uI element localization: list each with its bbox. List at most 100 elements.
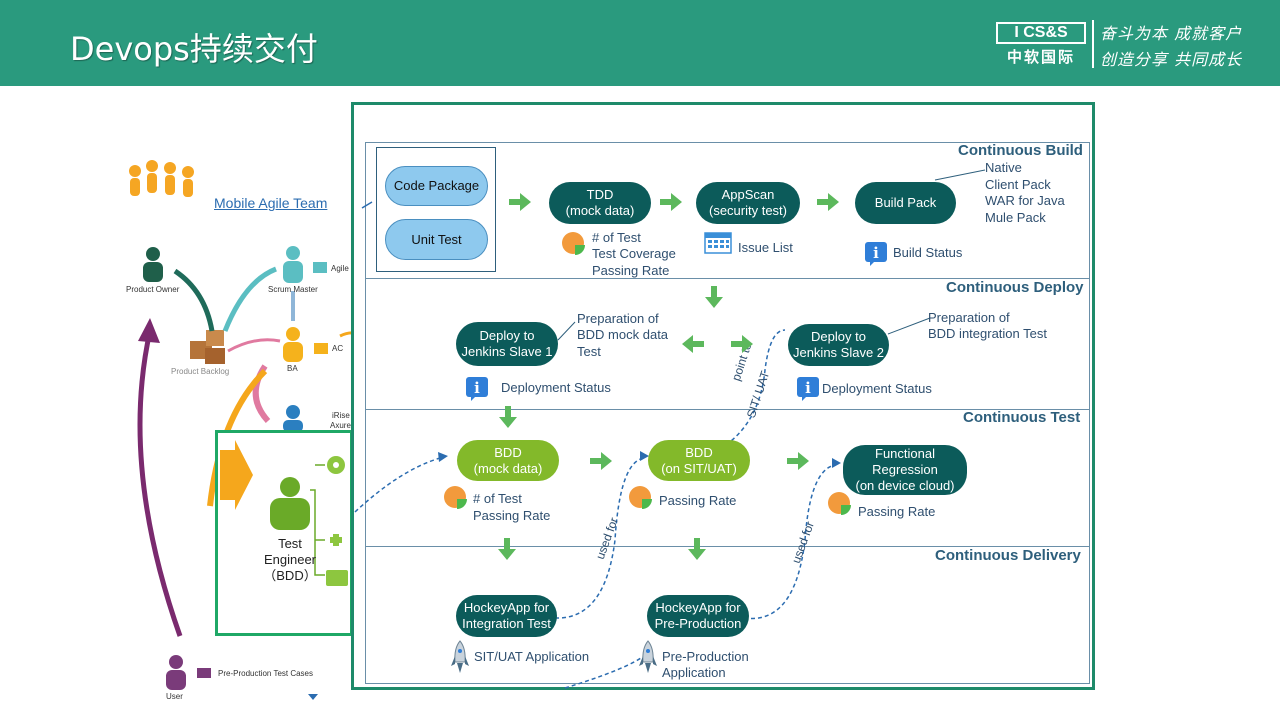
bdd-mock-line-1: BDD xyxy=(494,444,522,460)
build-pack-node[interactable]: Build Pack xyxy=(855,182,956,224)
irise-user-icon xyxy=(283,405,303,432)
test-engineer-label-2: Engineer xyxy=(263,552,317,567)
info-icon: i xyxy=(466,377,488,401)
prep2-line-2: BDD integration Test xyxy=(928,326,1047,341)
test-engineer-graphics xyxy=(220,440,348,586)
appscan-node[interactable]: AppScan (security test) xyxy=(696,182,800,224)
agile-label: Agile xyxy=(331,264,349,273)
tdd-metric-2: Test Coverage xyxy=(592,246,676,261)
divider-test xyxy=(365,409,1090,410)
prep1-line-1: Preparation of xyxy=(577,311,659,326)
rocket-icon xyxy=(639,640,657,673)
product-backlog-icon xyxy=(190,330,225,364)
deploy-slave1-line-2: Jenkins Slave 1 xyxy=(461,344,553,359)
functional-regression-node[interactable]: Functional Regression (on device cloud) xyxy=(843,445,967,495)
arrow-right-icon xyxy=(660,193,682,211)
arrow-down-icon xyxy=(499,406,517,428)
slogan-line-1: 奋斗为本 成就客户 xyxy=(1100,24,1243,43)
briefcase-icon xyxy=(326,570,348,586)
divider-delivery xyxy=(365,546,1090,547)
prep1-line-2: BDD mock data xyxy=(577,327,669,342)
bdd-sit-node[interactable]: BDD (on SIT/UAT) xyxy=(648,440,750,481)
prep2-line-1: Preparation of xyxy=(928,310,1010,325)
logo-divider xyxy=(1092,20,1094,68)
hockey1-line-1: HockeyApp for xyxy=(463,600,550,615)
divider-deploy xyxy=(365,278,1090,279)
pack-mule: Mule Pack xyxy=(985,210,1046,225)
page-title: Devops持续交付 xyxy=(70,30,318,68)
arrow-down-icon xyxy=(705,286,723,308)
code-unit-box xyxy=(376,147,496,272)
scrum-master-icon xyxy=(283,246,327,283)
logo-top: I CS&S xyxy=(996,22,1086,44)
deployment-status-2: Deployment Status xyxy=(822,381,932,396)
mobile-agile-team-link[interactable]: Mobile Agile Team xyxy=(214,195,328,211)
arrow-right-icon xyxy=(787,452,809,470)
hockey2-line-1: HockeyApp for xyxy=(655,600,741,615)
section-continuous-deploy: Continuous Deploy xyxy=(946,279,1084,296)
tdd-node[interactable]: TDD (mock data) xyxy=(549,182,651,224)
pre-production-test-cases-label: Pre-Production Test Cases xyxy=(218,669,314,678)
tdd-metric-1: # of Test xyxy=(592,230,641,245)
pre-production-app-line-1: Pre-Production xyxy=(662,649,749,664)
deploy-slave1-node[interactable]: Deploy to Jenkins Slave 1 xyxy=(456,322,558,366)
functional-line-2: Regression xyxy=(872,462,938,477)
scrum-master-label: Scrum Master xyxy=(268,285,318,294)
logo-bottom: 中软国际 xyxy=(1006,48,1075,66)
appscan-node-line-1: AppScan xyxy=(721,187,775,202)
product-backlog-label: Product Backlog xyxy=(171,367,230,376)
hockey1-line-2: Integration Test xyxy=(462,616,551,631)
arrow-right-icon xyxy=(817,193,839,211)
ac-label: AC xyxy=(332,344,344,353)
svg-text:i: i xyxy=(474,379,480,397)
unit-test-node[interactable]: Unit Test xyxy=(385,219,488,260)
test-engineer-icon xyxy=(270,477,310,530)
bdd-mock-line-2: (mock data) xyxy=(473,460,543,476)
pack-client: Client Pack xyxy=(985,177,1051,192)
user-icon xyxy=(166,655,211,690)
deployment-status-1: Deployment Status xyxy=(501,380,611,395)
pre-production-app-line-2: Application xyxy=(662,665,726,680)
functional-line-3: (on device cloud) xyxy=(855,478,955,493)
section-continuous-build: Continuous Build xyxy=(958,142,1083,159)
code-package-node[interactable]: Code Package xyxy=(385,166,488,206)
functional-metric: Passing Rate xyxy=(858,504,936,519)
arrow-left-icon xyxy=(682,335,704,353)
irise-label: iRise xyxy=(332,411,350,420)
team-figures-icon xyxy=(129,160,194,197)
hockey2-line-2: Pre-Production xyxy=(654,616,742,631)
ba-label: BA xyxy=(287,364,298,373)
issue-list-label: Issue List xyxy=(738,240,793,255)
tdd-metric-3: Passing Rate xyxy=(592,263,670,278)
arrow-down-icon xyxy=(688,538,706,560)
product-owner-label: Product Owner xyxy=(126,285,180,294)
company-logo: I CS&S 中软国际 xyxy=(996,22,1086,66)
pie-chart-icon xyxy=(828,492,851,515)
bdd-mock-metric-1: # of Test xyxy=(473,491,522,506)
pack-native: Native xyxy=(985,160,1022,175)
bdd-mock-metric-2: Passing Rate xyxy=(473,508,551,523)
arrow-down-icon xyxy=(498,538,516,560)
pie-chart-icon xyxy=(629,486,652,509)
bdd-sit-metric: Passing Rate xyxy=(659,493,737,508)
sit-uat-application: SIT/UAT Application xyxy=(474,649,590,664)
ba-icon xyxy=(283,327,328,362)
test-engineer-label-3: （BDD） xyxy=(263,568,317,583)
hockeyapp-preproduction-node[interactable]: HockeyApp for Pre-Production xyxy=(647,595,749,637)
bdd-mock-node[interactable]: BDD (mock data) xyxy=(457,440,559,481)
hockeyapp-integration-node[interactable]: HockeyApp for Integration Test xyxy=(456,595,557,637)
functional-line-1: Functional xyxy=(875,446,935,461)
deploy-slave2-line-2: Jenkins Slave 2 xyxy=(792,345,885,360)
bdd-sit-line-2: (on SIT/UAT) xyxy=(661,460,737,476)
deploy-slave2-node[interactable]: Deploy to Jenkins Slave 2 xyxy=(788,324,889,366)
plus-icon xyxy=(330,534,342,546)
prep1-line-3: Test xyxy=(577,344,601,359)
pack-war: WAR for Java xyxy=(985,193,1065,208)
rocket-icon xyxy=(451,640,469,673)
slogan-line-2: 创造分享 共同成长 xyxy=(1100,50,1243,69)
section-continuous-delivery: Continuous Delivery xyxy=(935,547,1081,564)
test-engineer-label: Test Engineer （BDD） xyxy=(255,536,325,584)
arrow-right-icon xyxy=(590,452,612,470)
user-label: User xyxy=(166,692,183,701)
